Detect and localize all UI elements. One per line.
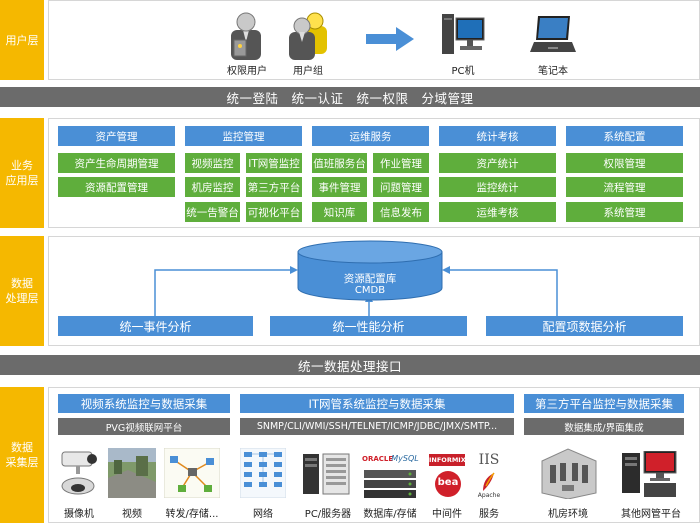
other-platform-caption: 其他网管平台 bbox=[621, 509, 681, 520]
layer-label-business: 业务 应用层 bbox=[0, 118, 44, 228]
unified-access-bar: 统一登陆 统一认证 统一权限 分域管理 bbox=[0, 87, 700, 107]
camera-caption: 摄像机 bbox=[64, 509, 94, 520]
layer-label-user: 用户层 bbox=[0, 0, 44, 80]
apache-logo: Apache bbox=[477, 492, 501, 499]
machine-room-icon bbox=[541, 448, 597, 499]
business-item[interactable]: 视频监控 bbox=[185, 153, 240, 173]
cmdb-title: 资源配置库 bbox=[343, 273, 397, 285]
business-header-stats[interactable]: 统计考核 bbox=[439, 126, 556, 146]
third-party-collection-title: 第三方平台监控与数据采集 bbox=[524, 394, 684, 413]
camera-icon bbox=[61, 451, 97, 495]
user-caption-group: 用户组 bbox=[293, 66, 323, 77]
business-item[interactable]: 值班服务台 bbox=[312, 153, 367, 173]
layer-label-data-collection: 数据 采集层 bbox=[0, 387, 44, 523]
middleware-caption: 中间件 bbox=[432, 509, 462, 520]
business-item[interactable]: 资产生命周期管理 bbox=[58, 153, 175, 173]
business-item[interactable]: 知识库 bbox=[312, 202, 367, 222]
business-item[interactable]: 作业管理 bbox=[373, 153, 429, 173]
business-header-config[interactable]: 系统配置 bbox=[566, 126, 683, 146]
flow-arrow-icon bbox=[366, 27, 414, 51]
it-collection-title: IT网管系统监控与数据采集 bbox=[240, 394, 514, 413]
it-protocol-bar: SNMP/CLI/WMI/SSH/TELNET/ICMP/JDBC/JMX/SM… bbox=[240, 418, 514, 435]
business-header-monitor[interactable]: 监控管理 bbox=[185, 126, 302, 146]
business-item[interactable]: 信息发布 bbox=[373, 202, 429, 222]
pc-caption: PC机 bbox=[451, 66, 475, 77]
bea-logo-icon bbox=[435, 471, 461, 497]
network-icon bbox=[240, 448, 286, 498]
machine-room-caption: 机房环境 bbox=[548, 509, 588, 520]
service-caption: 服务 bbox=[479, 509, 499, 520]
config-item-analysis-bar[interactable]: 配置项数据分析 bbox=[486, 316, 683, 336]
user-caption-permission: 权限用户 bbox=[227, 66, 267, 77]
business-item[interactable]: 问题管理 bbox=[373, 177, 429, 197]
business-item[interactable]: 资源配置管理 bbox=[58, 177, 175, 197]
forward-storage-icon bbox=[164, 448, 220, 498]
oracle-logo: ORACLE bbox=[362, 455, 394, 463]
business-item[interactable]: 流程管理 bbox=[566, 177, 683, 197]
video-collection-title: 视频系统监控与数据采集 bbox=[58, 394, 230, 413]
database-storage-caption: 数据库/存储 bbox=[363, 509, 417, 520]
business-item[interactable]: 监控统计 bbox=[439, 177, 556, 197]
server-icon bbox=[303, 453, 350, 495]
video-protocol-bar: PVG视频联网平台 bbox=[58, 418, 230, 435]
cmdb-cylinder-icon bbox=[297, 240, 443, 301]
business-item[interactable]: 机房监控 bbox=[185, 177, 240, 197]
other-platform-icon bbox=[622, 451, 677, 497]
performance-analysis-bar[interactable]: 统一性能分析 bbox=[270, 316, 467, 336]
mysql-logo: MySQL bbox=[391, 454, 419, 463]
server-caption: PC/服务器 bbox=[304, 509, 352, 520]
event-analysis-bar[interactable]: 统一事件分析 bbox=[58, 316, 253, 336]
laptop-icon bbox=[530, 16, 576, 52]
business-item[interactable]: 系统管理 bbox=[566, 202, 683, 222]
business-header-ops[interactable]: 运维服务 bbox=[312, 126, 429, 146]
video-thumbnail-icon bbox=[108, 448, 156, 498]
forward-storage-caption: 转发/存储... bbox=[165, 509, 219, 520]
informix-logo: INFORMIX bbox=[429, 454, 465, 466]
user-group-icon bbox=[289, 12, 327, 60]
network-caption: 网络 bbox=[253, 509, 273, 520]
third-party-protocol-bar: 数据集成/界面集成 bbox=[524, 418, 684, 435]
business-item[interactable]: 可视化平台 bbox=[246, 202, 302, 222]
business-item[interactable]: 资产统计 bbox=[439, 153, 556, 173]
video-caption: 视频 bbox=[122, 509, 142, 520]
business-item[interactable]: 运维考核 bbox=[439, 202, 556, 222]
bea-logo: bea bbox=[437, 477, 459, 488]
business-header-asset[interactable]: 资产管理 bbox=[58, 126, 175, 146]
business-item[interactable]: IT网管监控 bbox=[246, 153, 302, 173]
business-item[interactable]: 权限管理 bbox=[566, 153, 683, 173]
business-item[interactable]: 事件管理 bbox=[312, 177, 367, 197]
storage-rack-icon bbox=[364, 470, 416, 498]
laptop-caption: 笔记本 bbox=[538, 66, 568, 77]
user-icon bbox=[231, 12, 261, 60]
layer-label-data-processing: 数据 处理层 bbox=[0, 236, 44, 346]
business-item[interactable]: 统一告警台 bbox=[185, 202, 240, 222]
pc-icon bbox=[442, 14, 485, 54]
cmdb-subtitle: CMDB bbox=[354, 285, 386, 296]
iis-logo: IIS bbox=[478, 452, 500, 468]
business-item[interactable]: 第三方平台 bbox=[246, 177, 302, 197]
data-interface-bar: 统一数据处理接口 bbox=[0, 355, 700, 375]
apache-feather-icon bbox=[483, 472, 495, 491]
